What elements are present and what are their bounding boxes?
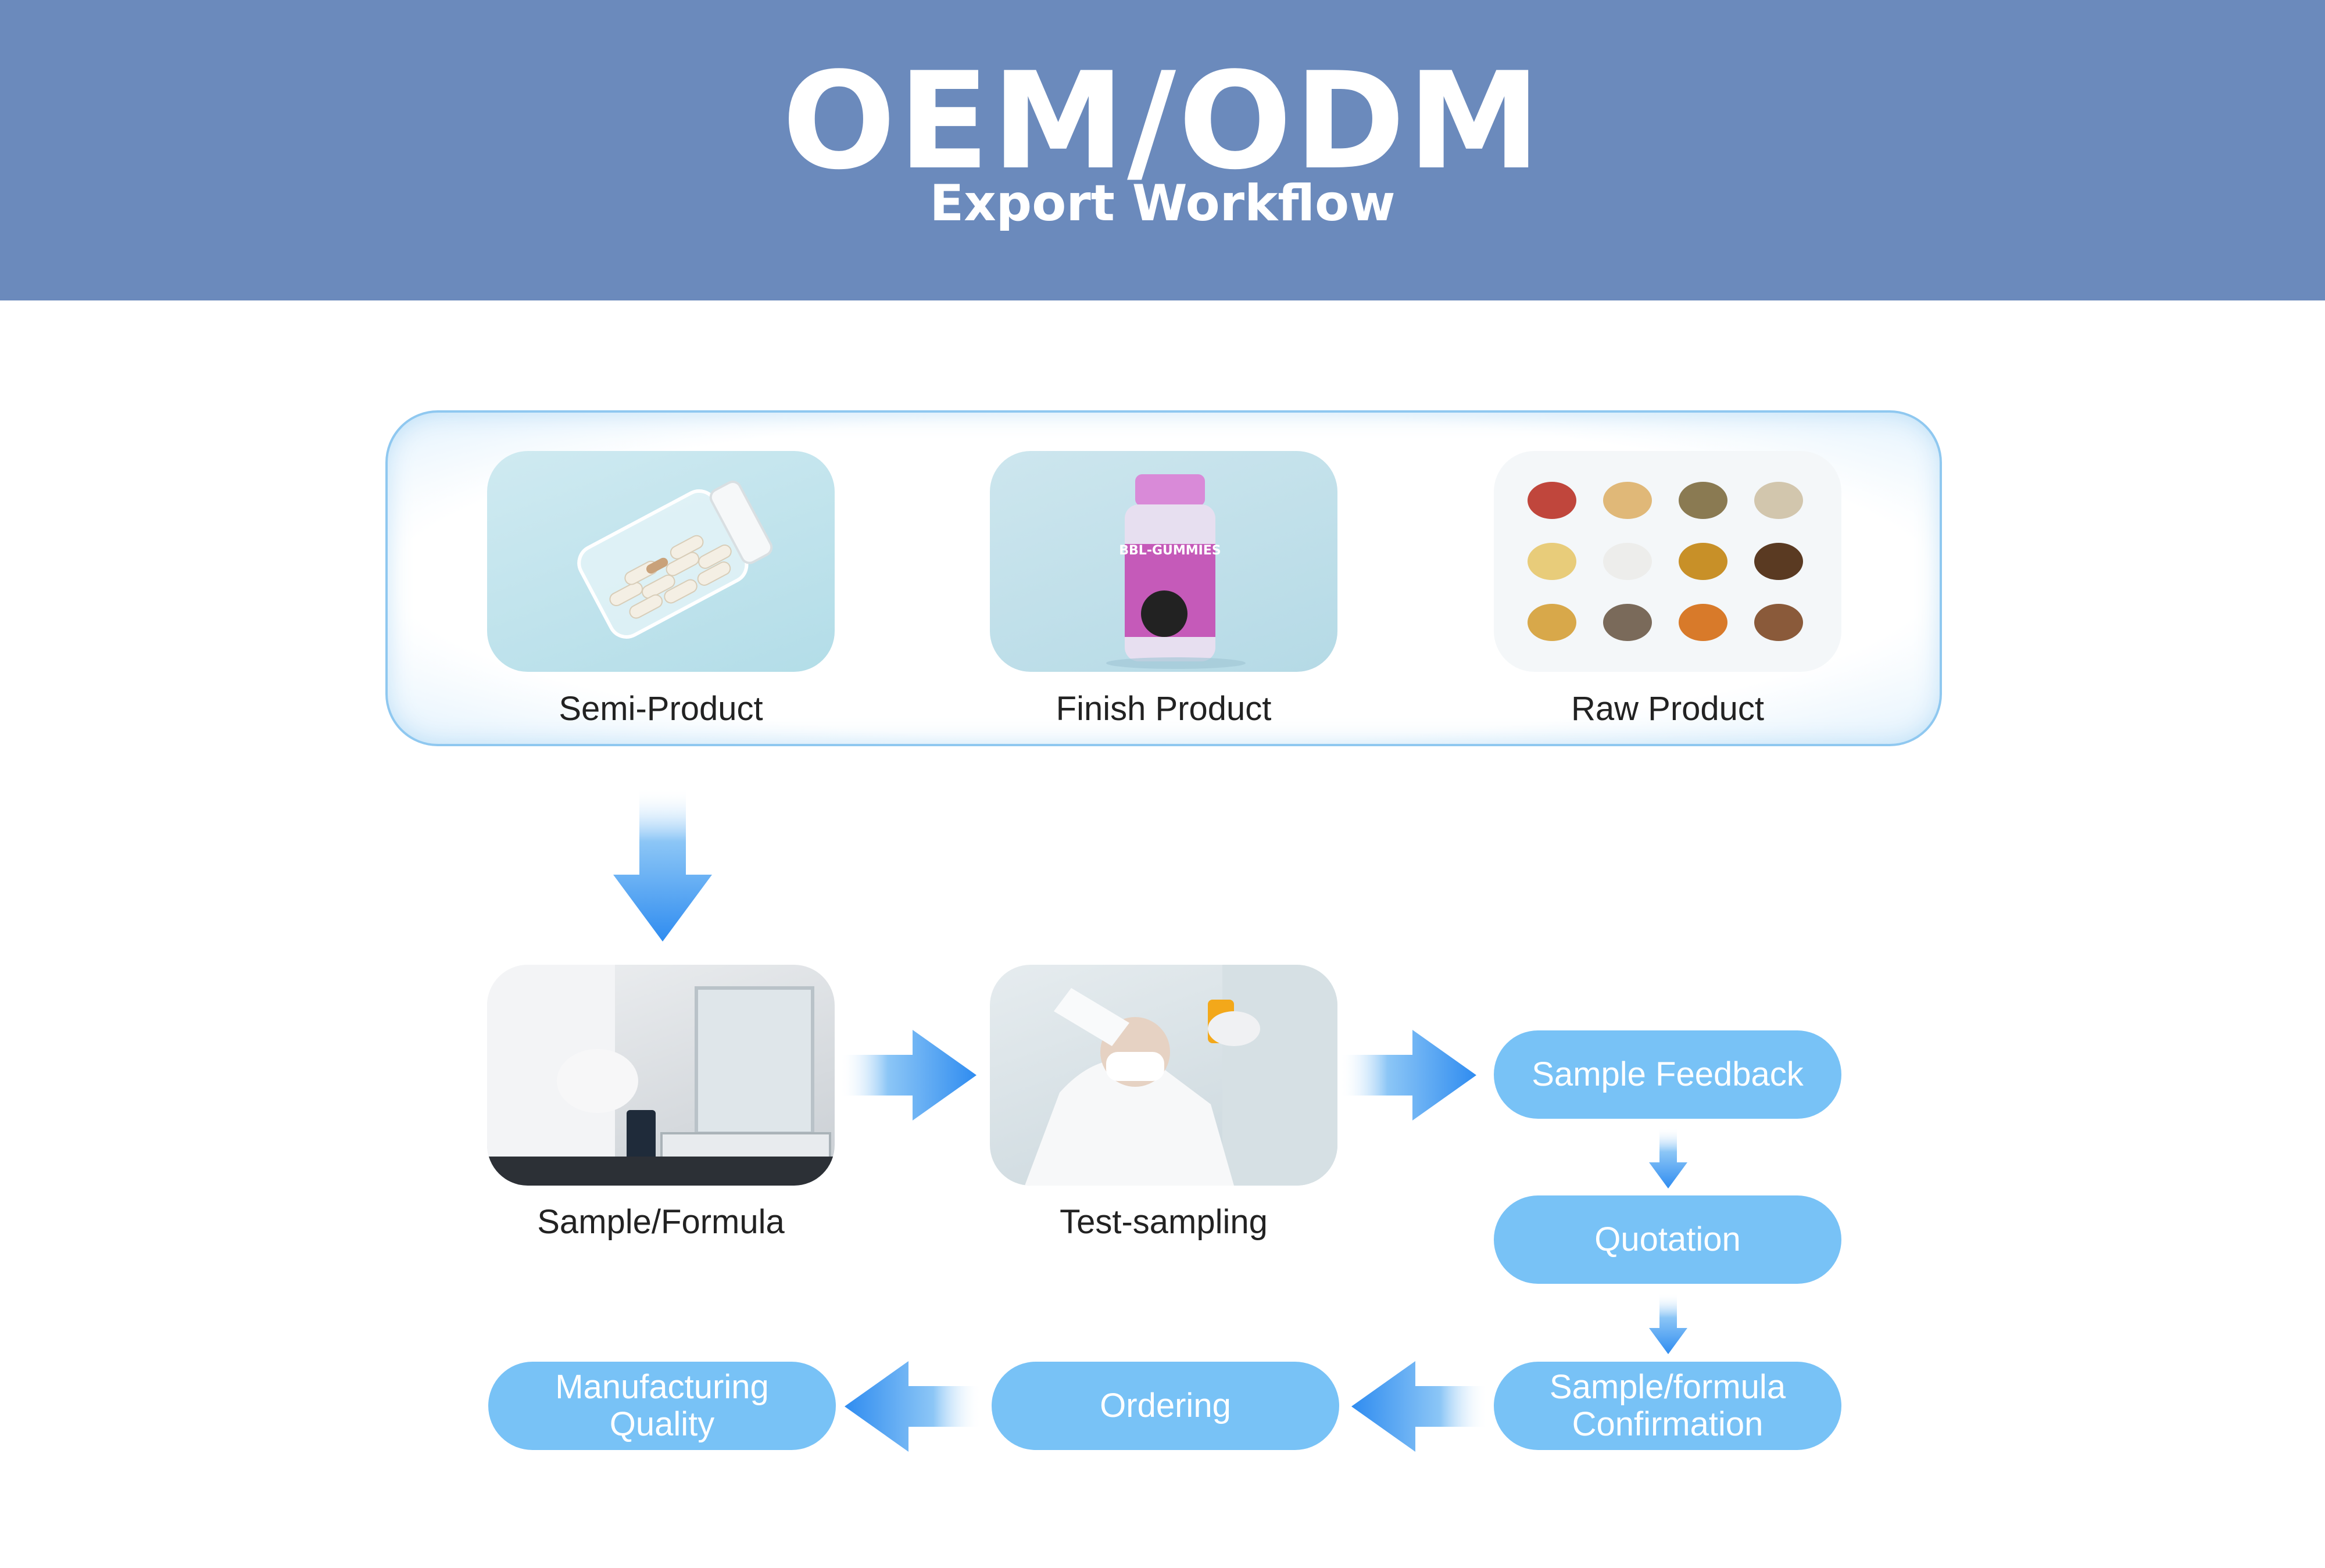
down-arrow-icon (613, 787, 712, 941)
semi-product-image (487, 451, 835, 672)
finish-product-image: BBL-GUMMIES (990, 451, 1337, 672)
right-arrow-icon (840, 1030, 977, 1120)
semi-product-label: Semi-Product (559, 690, 763, 728)
confirmation-step: Sample/formula Confirmation (1494, 1362, 1841, 1450)
raw-product-label: Raw Product (1571, 690, 1765, 728)
left-arrow-icon (1351, 1361, 1488, 1452)
header-banner (0, 0, 2325, 300)
right-arrow-icon (1340, 1030, 1476, 1120)
manufacturing-quality-step: Manufacturing Quality (488, 1362, 836, 1450)
sample-formula-label: Sample/Formula (537, 1203, 785, 1241)
sample-formula-image (487, 965, 835, 1186)
sample-feedback-label: Sample Feedback (1532, 1055, 1804, 1093)
quotation-step: Quotation (1494, 1195, 1841, 1284)
ordering-step: Ordering (992, 1362, 1339, 1450)
down-arrow-icon (1649, 1127, 1687, 1188)
left-arrow-icon (845, 1361, 981, 1452)
manufacturing-label-line1: Manufacturing (555, 1368, 769, 1406)
gummy-bottle-icon: BBL-GUMMIES (1106, 474, 1246, 669)
page-subtitle: Export Workflow (929, 174, 1396, 232)
confirmation-label-line2: Confirmation (1572, 1405, 1764, 1443)
test-sampling-label: Test-sampling (1060, 1203, 1268, 1241)
page-title: OEM/ODM (782, 44, 1543, 199)
confirmation-label-line1: Sample/formula (1549, 1368, 1786, 1406)
ordering-label: Ordering (1100, 1387, 1231, 1424)
bottle-label-text: BBL-GUMMIES (1119, 543, 1221, 558)
lab-technician-icon (1025, 965, 1337, 1186)
quotation-label: Quotation (1594, 1220, 1741, 1258)
raw-product-image (1494, 451, 1841, 672)
manufacturing-label-line2: Quality (609, 1405, 715, 1443)
down-arrow-icon (1649, 1293, 1687, 1354)
lab-balance-icon (487, 965, 835, 1186)
capsule-bottle-icon (577, 481, 773, 639)
test-sampling-image (990, 965, 1337, 1186)
sample-feedback-step: Sample Feedback (1494, 1030, 1841, 1119)
finish-product-label: Finish Product (1056, 690, 1272, 728)
raw-powders-icon (1528, 482, 1803, 641)
